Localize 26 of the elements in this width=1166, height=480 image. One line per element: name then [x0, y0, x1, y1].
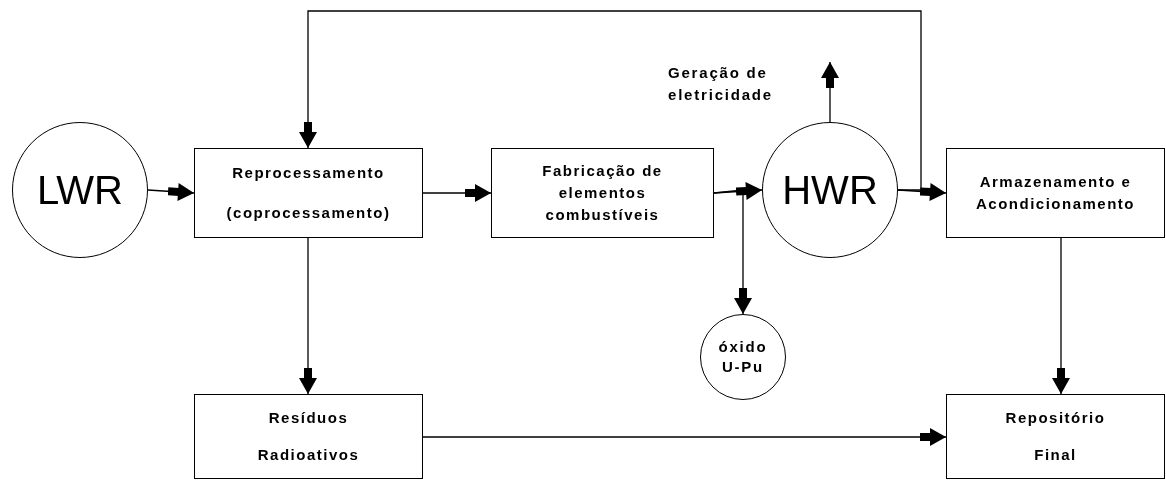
node-label: Resíduos — [267, 407, 350, 428]
process-box — [946, 394, 1165, 479]
arrow — [713, 182, 763, 200]
arrow — [299, 237, 317, 395]
arrow — [299, 10, 922, 191]
arrow — [713, 189, 752, 315]
node-label: (coprocessamento) — [225, 203, 392, 224]
process-box — [946, 148, 1165, 238]
node-label: Repositório — [1004, 407, 1107, 428]
arrow — [147, 183, 195, 201]
arrow — [422, 428, 947, 446]
arrow — [422, 184, 492, 202]
node-label: Final — [1033, 445, 1078, 466]
node-label: Radioativos — [256, 445, 361, 466]
process-box — [194, 148, 423, 238]
node-label: LWR — [37, 170, 123, 210]
node-label: HWR — [782, 170, 878, 210]
arrow — [821, 61, 839, 123]
node-label: Fabricação de elementos combustíveis — [541, 161, 664, 225]
node-label: óxido U-Pu — [717, 336, 769, 377]
node-label: Geração de eletricidade — [668, 63, 774, 105]
process-box — [491, 148, 714, 238]
node-label: Reprocessamento — [231, 163, 386, 184]
process-box — [194, 394, 423, 479]
arrow — [1052, 237, 1070, 395]
node-label: Armazenamento e Acondicionamento — [975, 172, 1136, 214]
